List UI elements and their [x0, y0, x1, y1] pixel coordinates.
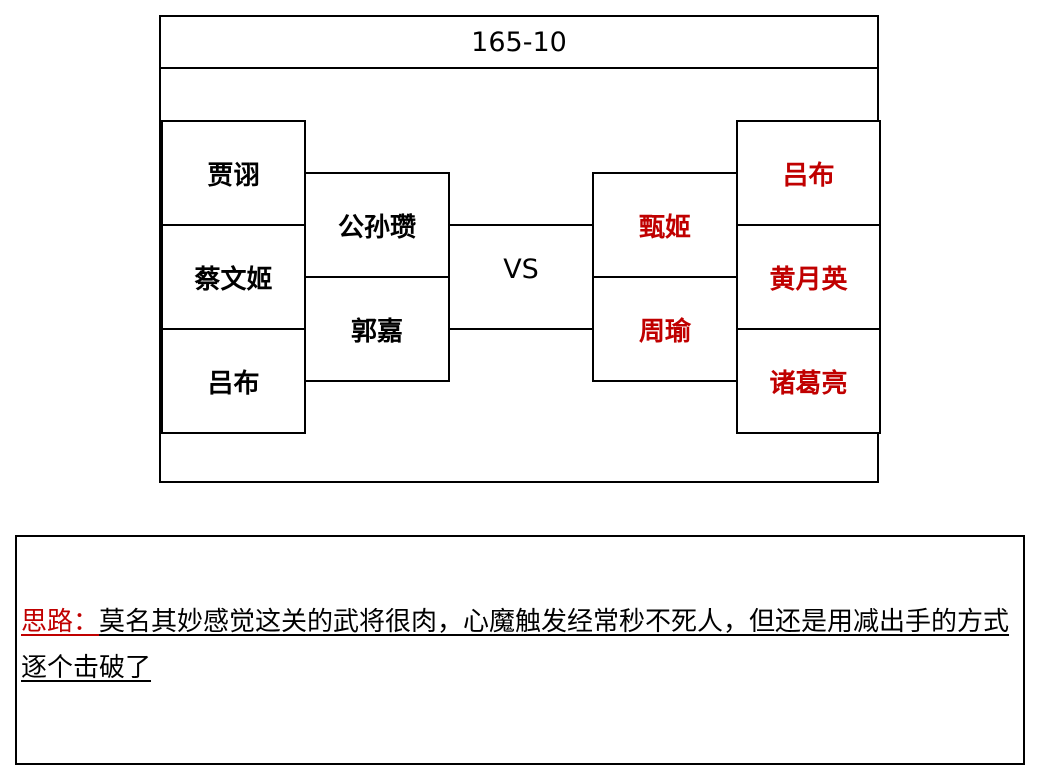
strategy-note-box: 思路：莫名其妙感觉这关的武将很肉，心魔触发经常秒不死人，但还是用减出手的方式逐个…: [15, 535, 1025, 765]
match-board: 165-10 贾诩 蔡文姬 吕布 公孙瓒 郭嘉 VS 甄姬 周瑜 吕布 黄月英 …: [159, 15, 881, 483]
strategy-note: 思路：莫名其妙感觉这关的武将很肉，心魔触发经常秒不死人，但还是用减出手的方式逐个…: [21, 599, 1021, 691]
connector-line-top: [448, 224, 594, 226]
left-outer-2: 蔡文姬: [161, 224, 306, 330]
right-outer-2: 黄月英: [736, 224, 881, 330]
level-title: 165-10: [161, 17, 877, 69]
right-inner-1: 甄姬: [592, 172, 738, 278]
right-outer-1: 吕布: [736, 120, 881, 226]
right-inner-2: 周瑜: [592, 276, 738, 382]
right-outer-3: 诸葛亮: [736, 328, 881, 434]
left-inner-1: 公孙瓒: [304, 172, 450, 278]
left-outer-1: 贾诩: [161, 120, 306, 226]
vs-label: VS: [503, 253, 539, 285]
left-outer-3: 吕布: [161, 328, 306, 434]
connector-line-bottom: [448, 328, 594, 330]
left-inner-2: 郭嘉: [304, 276, 450, 382]
note-label: 思路：: [21, 607, 100, 637]
note-body: 莫名其妙感觉这关的武将很肉，心魔触发经常秒不死人，但还是用减出手的方式逐个击破了: [21, 607, 1010, 683]
